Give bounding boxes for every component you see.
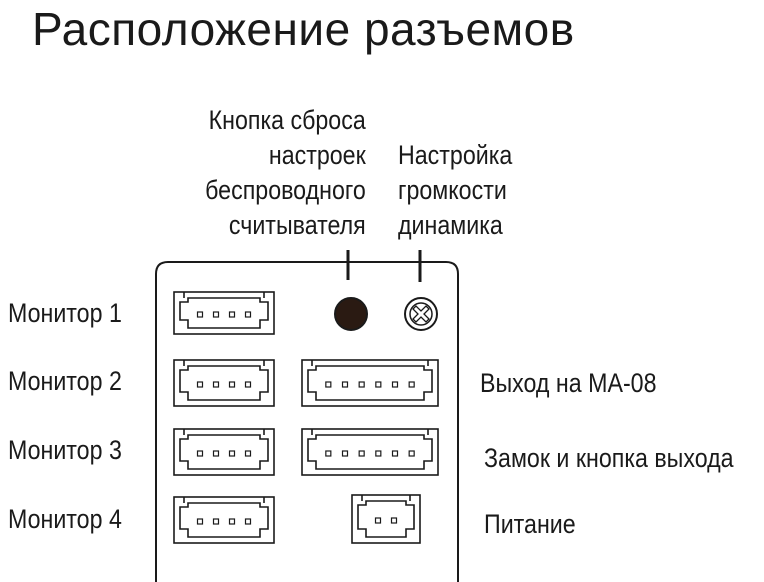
monitor-3-connector-pin xyxy=(212,450,220,457)
lock-exit-button-connector-pin xyxy=(375,450,382,457)
ma08-output-connector-pin xyxy=(391,381,399,388)
monitor-3-label: Монитор 3 xyxy=(8,435,122,465)
ma08-output-connector-pin xyxy=(341,381,349,388)
reset-label-line-1: Кнопка сброса xyxy=(208,105,366,135)
lock-exit-button-connector-pin xyxy=(341,450,349,457)
lock-exit-button-label: Замок и кнопка выхода xyxy=(484,443,734,473)
volume-label-line-2: громкости xyxy=(398,175,507,205)
volume-label-line-3: динамика xyxy=(398,210,503,240)
monitor-2-connector-pin xyxy=(196,381,204,388)
reset-button xyxy=(334,297,368,331)
monitor-4-connector-pin xyxy=(196,518,204,525)
monitor-2-connector-pin xyxy=(228,381,236,388)
monitor-1-connector xyxy=(173,291,275,335)
power-connector-pin xyxy=(390,517,398,524)
monitor-2-label: Монитор 2 xyxy=(8,366,122,396)
lock-exit-button-connector xyxy=(301,428,439,476)
monitor-4-label: Монитор 4 xyxy=(8,504,122,534)
monitor-1-connector-pin xyxy=(212,311,220,318)
lock-exit-button-connector-pin xyxy=(325,450,332,457)
lock-exit-button-connector-pin xyxy=(391,450,399,457)
lock-exit-button-connector-pin xyxy=(408,450,415,457)
monitor-4-connector-pin xyxy=(244,518,252,525)
monitor-1-connector-pin xyxy=(228,311,236,318)
monitor-3-connector-pin xyxy=(228,450,236,457)
monitor-2-connector-pin xyxy=(212,381,220,388)
monitor-1-connector-pin xyxy=(196,311,204,318)
volume-label-line-1: Настройка xyxy=(398,140,513,170)
ma08-output-connector-pin xyxy=(375,381,382,388)
ma08-output-connector-pin xyxy=(325,381,332,388)
reset-button-label: Кнопка сброса настроек беспроводного счи… xyxy=(205,103,366,243)
volume-knob xyxy=(404,297,438,331)
page-title: Расположение разъемов xyxy=(32,3,575,55)
monitor-4-connector-pin xyxy=(228,518,236,525)
reset-label-line-2: настроек xyxy=(269,140,366,170)
reset-label-line-4: считывателя xyxy=(229,210,366,240)
board-outline xyxy=(155,261,459,582)
reset-label-line-3: беспроводного xyxy=(205,175,366,205)
monitor-2-connector xyxy=(173,359,275,407)
ma08-output-connector xyxy=(301,359,439,407)
monitor-1-connector-pin xyxy=(244,311,252,318)
monitor-1-label: Монитор 1 xyxy=(8,298,122,328)
power-connector-pin xyxy=(374,517,382,524)
monitor-4-connector xyxy=(173,496,275,544)
volume-label: Настройка громкости динамика xyxy=(398,138,512,243)
monitor-3-connector-pin xyxy=(196,450,204,457)
lock-exit-button-connector-pin xyxy=(358,450,365,457)
ma08-output-label: Выход на МА-08 xyxy=(480,368,657,398)
monitor-3-connector-pin xyxy=(244,450,252,457)
ma08-output-connector-pin xyxy=(358,381,365,388)
power-label: Питание xyxy=(484,509,576,539)
power-connector xyxy=(351,494,421,544)
ma08-output-connector-pin xyxy=(408,381,415,388)
monitor-4-connector-pin xyxy=(212,518,220,525)
monitor-2-connector-pin xyxy=(244,381,252,388)
monitor-3-connector xyxy=(173,428,275,476)
